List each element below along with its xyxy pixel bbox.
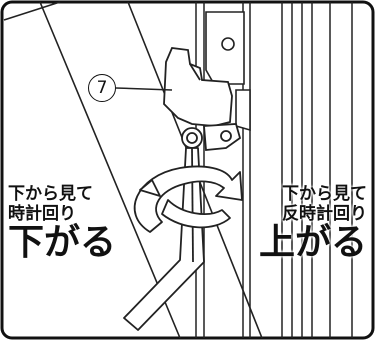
part-7-bracket — [163, 47, 233, 127]
lower-action-label: 下がる — [8, 222, 117, 264]
clockwise-caption-line1: 下から見て — [8, 184, 93, 204]
counterclockwise-caption: 下から見て 反時計回り 上がる — [258, 184, 367, 264]
counterclockwise-caption-line1: 下から見て — [282, 184, 367, 204]
marker-leader — [115, 87, 173, 91]
clockwise-caption-line2: 時計回り — [8, 203, 76, 224]
counterclockwise-caption-line2: 反時計回り — [282, 203, 367, 224]
part-number-marker: 7 — [88, 74, 116, 102]
raise-action-label: 上がる — [258, 222, 367, 264]
clockwise-caption: 下から見て 時計回り 下がる — [8, 184, 117, 264]
right-rails — [195, 2, 353, 338]
bolt-head — [181, 123, 242, 151]
rotation-arrow — [133, 165, 243, 233]
